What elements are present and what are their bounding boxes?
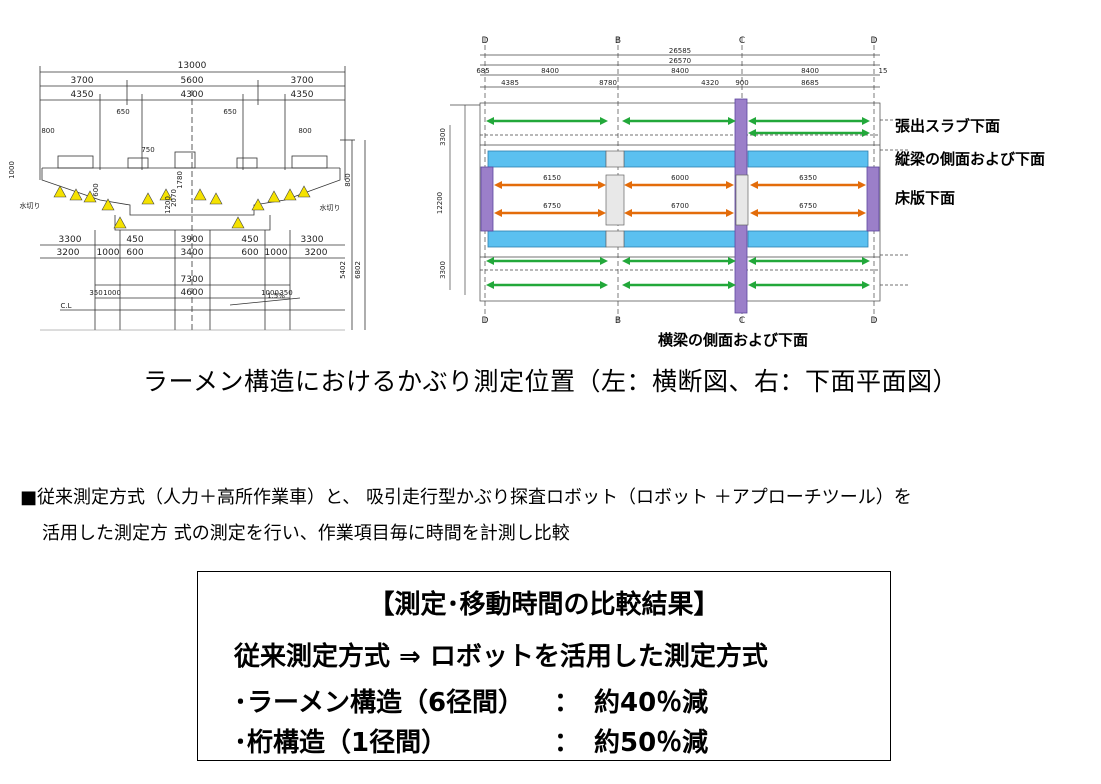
dim-p350-right: 350	[279, 289, 292, 297]
dim-second-right: 4350	[291, 90, 314, 100]
plan-view-drawing: D B C D D B C D	[436, 36, 1045, 349]
plan-dim-8780: 8780	[599, 79, 617, 87]
dim-l3200-left: 3200	[57, 248, 80, 258]
result-row-label: ･ラーメン構造（6径間）	[234, 688, 525, 718]
description-line-1: ■従来測定方式（人力＋高所作業車）と、 吸引走行型かぶり探査ロボット（ロボット …	[20, 487, 912, 508]
plan-dim-total1: 26585	[669, 47, 691, 55]
dim-v600: 600	[92, 183, 100, 196]
result-row-value: 約40％減	[594, 688, 709, 718]
plan-dim-v3300-a: 3300	[439, 128, 447, 146]
dim-l1000-left: 1000	[97, 248, 120, 258]
dim-lower-3900: 3900	[181, 235, 204, 245]
label-crossbeam: 横梁の側面および下面	[658, 331, 808, 349]
dim-top-right: 3700	[291, 76, 314, 86]
dim-800-left: 800	[41, 127, 54, 135]
cl-label: C.L	[60, 302, 71, 310]
dim-p7300: 7300	[181, 275, 204, 285]
label-slab-bottom: 張出スラブ下面	[895, 117, 1000, 135]
result-row-girder: ･桁構造（1径間） ： 約50％減	[234, 722, 708, 759]
dim-second-left: 4350	[71, 90, 94, 100]
dim-top-mid: 5600	[181, 76, 204, 86]
drip-left: 水切り	[20, 201, 41, 210]
dim-second-mid: 4300	[181, 90, 204, 100]
plan-dim-685: 685	[476, 67, 489, 75]
plan-dim-in-6750-b: 6750	[799, 202, 817, 210]
label-deck-bottom: 床版下面	[895, 189, 955, 207]
dim-top-left: 3700	[71, 76, 94, 86]
dim-v1200: 1200	[164, 196, 172, 214]
label-stringer: 縦梁の側面および下面	[895, 150, 1045, 168]
dim-v2070: 2070	[170, 189, 178, 207]
dim-l3400: 3400	[181, 248, 204, 258]
deck-arrows	[498, 183, 862, 215]
description: ■従来測定方式（人力＋高所作業車）と、 吸引走行型かぶり探査ロボット（ロボット …	[20, 480, 1090, 552]
plan-dim-in-6150: 6150	[543, 174, 561, 182]
result-row-value: 約50％減	[594, 728, 709, 758]
drip-right: 水切り	[320, 203, 341, 212]
dim-p4600: 4600	[181, 288, 204, 298]
plan-dim-4385: 4385	[501, 79, 519, 87]
result-row-rahmen: ･ラーメン構造（6径間） ： 約40％減	[234, 682, 708, 719]
dim-lower-3300-left: 3300	[59, 235, 82, 245]
dim-l1000-right: 1000	[265, 248, 288, 258]
result-subtitle: 従来測定方式 ⇒ ロボットを活用した測定方式	[234, 642, 768, 672]
result-title: 【測定･移動時間の比較結果】	[368, 590, 720, 620]
plan-dim-8685: 8685	[801, 79, 819, 87]
dim-v800: 800	[344, 173, 352, 186]
plan-dim-in-6350: 6350	[799, 174, 817, 182]
dim-p1000-right: 1000	[261, 289, 279, 297]
dim-lower-450-left: 450	[126, 235, 143, 245]
cross-section-drawing: 13000 3700 5600 3700 4350 4300 4350 650 …	[8, 61, 366, 331]
dim-v5402: 5402	[339, 261, 347, 279]
dim-lower-450-right: 450	[241, 235, 258, 245]
dim-l3200-right: 3200	[305, 248, 328, 258]
dim-l600-right: 600	[241, 248, 258, 258]
dim-13000: 13000	[178, 61, 207, 71]
dim-650-left: 650	[116, 108, 129, 116]
result-box: 【測定･移動時間の比較結果】 従来測定方式 ⇒ ロボットを活用した測定方式 ･ラ…	[197, 571, 891, 761]
plan-dim-v12200: 12200	[436, 192, 444, 214]
plan-dim-15: 15	[879, 67, 888, 75]
dim-p1000-left: 1000	[103, 289, 121, 297]
plan-dim-in-6750-a: 6750	[543, 202, 561, 210]
plan-dim-8400-b: 8400	[671, 67, 689, 75]
dim-650-right: 650	[223, 108, 236, 116]
plan-dim-900: 900	[735, 79, 748, 87]
stringer-bands	[487, 150, 869, 248]
result-row-label: ･桁構造（1径間）	[234, 728, 448, 758]
slope-label: 1.5%	[267, 292, 285, 300]
dim-p350-left: 350	[89, 289, 102, 297]
dim-lower-3300-right: 3300	[301, 235, 324, 245]
plan-dim-total2: 26570	[669, 57, 691, 65]
plan-dim-8400-a: 8400	[541, 67, 559, 75]
dim-v6802: 6802	[354, 261, 362, 279]
dim-800-right: 800	[298, 127, 311, 135]
plan-dim-in-6700: 6700	[671, 202, 689, 210]
plan-dim-4320: 4320	[701, 79, 719, 87]
dim-l600-left: 600	[126, 248, 143, 258]
dim-v1780: 1780	[176, 171, 184, 189]
dim-750: 750	[141, 146, 154, 154]
description-line-2: 活用した測定方 式の測定を行い、作業項目毎に時間を計測し比較	[42, 523, 570, 544]
figure-caption: ラーメン構造におけるかぶり測定位置（左：横断図、右：下面平面図）	[142, 367, 958, 396]
plan-dim-v3300-b: 3300	[439, 261, 447, 279]
result-row-colon: ：	[554, 688, 581, 718]
plan-dim-in-6000: 6000	[671, 174, 689, 182]
plan-dim-8400-c: 8400	[801, 67, 819, 75]
result-row-colon: ：	[554, 728, 581, 758]
measurement-triangles	[53, 185, 311, 229]
dim-v1000: 1000	[8, 161, 16, 179]
slab-arrows	[490, 119, 866, 287]
